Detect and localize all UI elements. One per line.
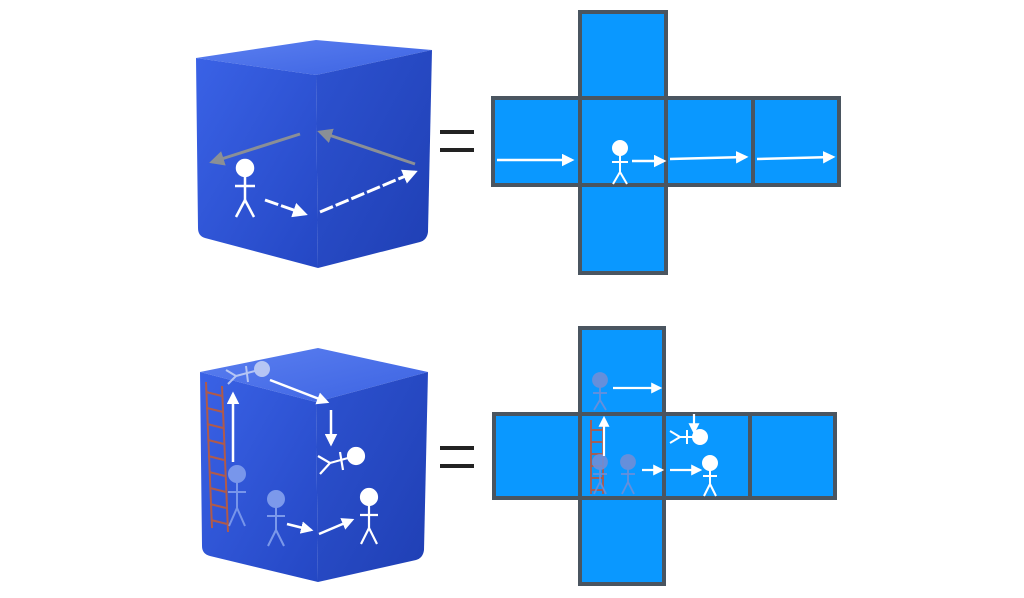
net-face-right (664, 96, 755, 187)
net-face-back (748, 412, 837, 500)
ladder-icon (205, 381, 229, 533)
cube-side-face (316, 50, 432, 268)
cube-top-face (200, 348, 428, 402)
equals-sign-icon (440, 130, 474, 152)
stick-figure-icon (267, 490, 285, 547)
arrow-icon (286, 521, 314, 534)
cube-top-face (196, 40, 432, 75)
arrow-icon (669, 151, 749, 164)
cube-front-face (200, 372, 318, 582)
row-2-cube (200, 348, 428, 582)
net-face-back (751, 96, 841, 187)
stick-figure-icon (359, 487, 379, 545)
cube-front-face (196, 58, 318, 268)
stick-figure-icon (620, 454, 636, 495)
row-1-net-paths (497, 140, 836, 185)
row-2-net (492, 326, 837, 586)
stick-figure-icon (225, 361, 270, 385)
row-1-cube (196, 40, 432, 268)
row-1-net (491, 10, 841, 275)
net-face-bottom (578, 496, 666, 586)
arrow-icon (264, 198, 308, 218)
net-face-bottom (578, 183, 668, 275)
stick-figure-icon (317, 446, 366, 475)
equals-sign-icon (440, 446, 474, 468)
net-face-center (578, 412, 666, 500)
arrow-icon (209, 132, 301, 166)
net-face-left (491, 96, 582, 187)
net-face-top (578, 10, 668, 100)
stick-figure-icon (592, 454, 608, 495)
stick-figure-icon (612, 140, 628, 185)
net-face-top (578, 326, 666, 416)
stick-figure-icon (702, 455, 718, 497)
cube-side-face (316, 372, 428, 582)
row-2-net-paths (590, 372, 718, 497)
stick-figure-icon (228, 465, 246, 527)
arrow-icon (756, 151, 836, 164)
arrow-icon (269, 378, 330, 405)
net-face-left (492, 412, 582, 500)
stick-figure-icon (592, 372, 608, 411)
arrow-icon (319, 169, 418, 214)
arrow-icon (317, 128, 416, 166)
arrow-icon (318, 518, 355, 536)
stick-figure-icon (234, 158, 256, 218)
